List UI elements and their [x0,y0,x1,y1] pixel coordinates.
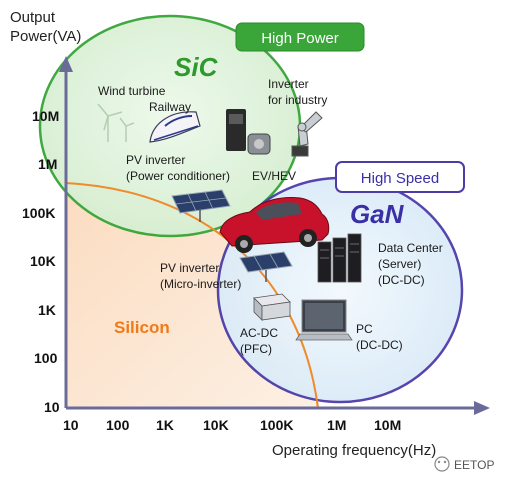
datacenter-label-line1: Data Center [378,241,443,255]
silicon-label: Silicon [114,318,170,337]
high-power-badge: High Power [235,22,365,52]
inverter-label-line1: Inverter [268,77,309,91]
wind-turbine-label: Wind turbine [98,84,166,98]
industrial-inverter-icon [226,109,271,155]
acdc-label-line1: AC-DC [240,326,278,340]
watermark: EETOP [434,456,494,472]
x-tick: 100K [260,417,293,433]
datacenter-label-line2: (Server) [378,257,421,271]
pv-power-label-line2: (Power conditioner) [126,169,230,183]
y-tick: 10 [44,399,60,415]
small-solar-panel-icon [239,251,293,282]
ev-label: EV/HEV [252,169,296,183]
y-tick: 1K [38,302,56,318]
svg-text:EETOP: EETOP [454,458,494,472]
server-rack-icon [317,233,362,283]
high-speed-badge: High Speed [335,161,465,193]
x-tick: 1M [327,417,346,433]
acdc-label-line2: (PFC) [240,342,272,356]
x-axis-arrow [474,401,490,415]
x-tick: 10K [203,417,229,433]
y-axis-title-line2: Power(VA) [10,28,81,45]
pc-label-line1: PC [356,322,373,336]
x-tick: 100 [106,417,130,433]
pv-micro-label-line1: PV inverter [160,261,219,275]
svg-text:High Power: High Power [261,30,339,47]
pv-power-label-line1: PV inverter [126,153,185,167]
inverter-label-line2: for industry [268,93,327,107]
robot-arm-icon [291,111,323,157]
y-tick: 100 [34,350,58,366]
sic-label: SiC [174,52,219,82]
y-tick: 10K [30,253,56,269]
laptop-icon [295,299,353,341]
svg-text:High Speed: High Speed [361,170,439,187]
x-tick: 10 [63,417,79,433]
electric-car-icon [219,197,330,253]
pc-label-line2: (DC-DC) [356,338,403,352]
power-supply-icon [253,293,291,321]
x-axis-title: Operating frequency(Hz) [272,442,436,459]
y-tick: 1M [38,156,57,172]
pv-micro-label-line2: (Micro-inverter) [160,277,241,291]
y-axis-title-line1: Output [10,9,56,26]
railway-train-icon [149,111,201,143]
gan-label: GaN [350,199,405,229]
datacenter-label-line3: (DC-DC) [378,273,425,287]
y-axis-arrow [59,56,73,72]
wind-turbine-icon [97,103,135,142]
x-tick: 10M [374,417,401,433]
y-tick: 10M [32,108,59,124]
railway-label: Railway [149,100,191,114]
solar-panel-icon [171,189,231,222]
x-tick: 1K [156,417,174,433]
y-tick: 100K [22,205,55,221]
